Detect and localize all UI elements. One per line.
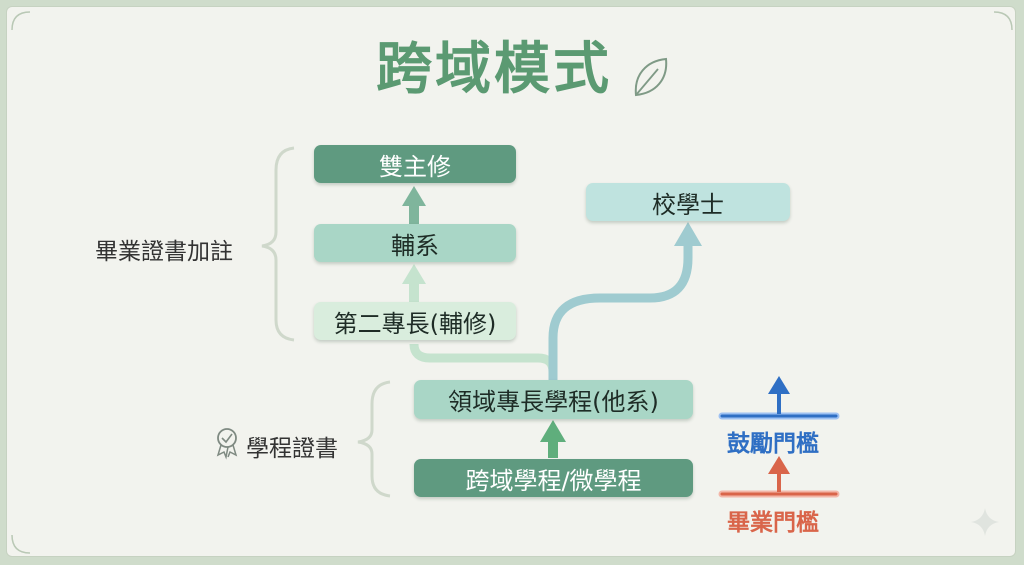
- node-cross-program: 跨域學程/微學程: [414, 459, 693, 497]
- award-ribbon-icon: [216, 428, 238, 460]
- brace-program: [357, 380, 391, 498]
- arrow-minor-to-double: [402, 186, 426, 224]
- sparkle-icon: [971, 508, 999, 536]
- arrow-second-to-minor: [402, 264, 426, 302]
- arrow-cross-to-domain: [540, 420, 566, 458]
- page-title: 跨域模式: [376, 37, 612, 102]
- group-label-diploma: 畢業證書加註: [95, 239, 233, 265]
- group-label-program-cert: 學程證書: [246, 436, 338, 462]
- node-domain-program: 領域專長學程(他系): [414, 380, 693, 419]
- brace-diploma: [261, 146, 295, 342]
- graduation-threshold-marker: [718, 456, 840, 498]
- leaf-icon: [634, 57, 668, 97]
- curve-to-school: [548, 244, 693, 380]
- arrowhead-school: [674, 222, 702, 246]
- corner-ornament-top-right: [993, 11, 1013, 31]
- node-minor: 輔系: [314, 224, 516, 262]
- encourage-threshold-marker: [718, 376, 840, 420]
- corner-ornament-bottom-left: [11, 534, 31, 554]
- corner-ornament-top-left: [11, 11, 31, 31]
- node-double-major: 雙主修: [314, 145, 516, 183]
- threshold-graduation-label: 畢業門檻: [727, 510, 819, 536]
- node-second-specialty: 第二專長(輔修): [314, 302, 516, 340]
- threshold-encourage-label: 鼓勵門檻: [727, 431, 819, 457]
- curve-to-second: [409, 343, 558, 380]
- node-school-bachelor: 校學士: [586, 183, 790, 221]
